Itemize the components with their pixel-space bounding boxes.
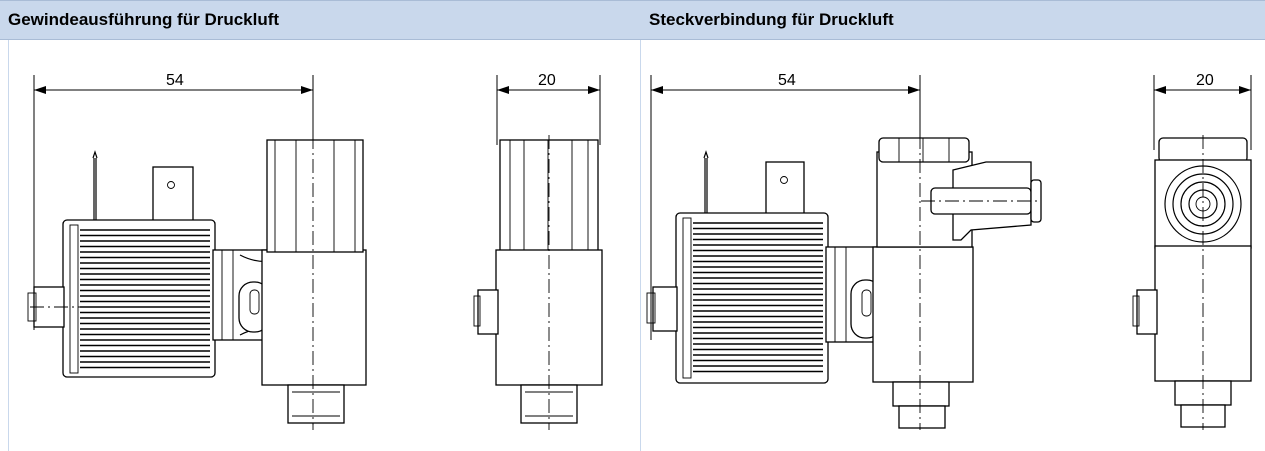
panel-push-in-version: Steckverbindung für Druckluft 54 bbox=[641, 0, 1265, 451]
valve-front-view bbox=[1132, 135, 1252, 430]
panel-header: Steckverbindung für Druckluft bbox=[641, 0, 1265, 40]
dimension-width-label: 20 bbox=[538, 72, 556, 89]
technical-drawing: 54 bbox=[646, 72, 1252, 430]
panel-threaded-version: Gewindeausführung für Druckluft 54 bbox=[0, 0, 641, 451]
panel-header: Gewindeausführung für Druckluft bbox=[0, 0, 641, 40]
dimension-width-label: 20 bbox=[1196, 72, 1214, 89]
panel-border bbox=[8, 40, 9, 451]
panel-divider bbox=[640, 40, 641, 451]
valve-side-view bbox=[646, 135, 1042, 430]
technical-drawing: 54 bbox=[27, 72, 603, 430]
dimension-length-label: 54 bbox=[166, 72, 184, 89]
panel-title: Steckverbindung für Druckluft bbox=[649, 10, 894, 29]
valve-front-view bbox=[473, 135, 603, 430]
dimension-width: 20 bbox=[496, 72, 601, 145]
dimension-width: 20 bbox=[1153, 72, 1252, 150]
dimension-length-label: 54 bbox=[778, 72, 796, 89]
valve-side-view bbox=[27, 135, 367, 430]
panel-title: Gewindeausführung für Druckluft bbox=[8, 10, 280, 29]
